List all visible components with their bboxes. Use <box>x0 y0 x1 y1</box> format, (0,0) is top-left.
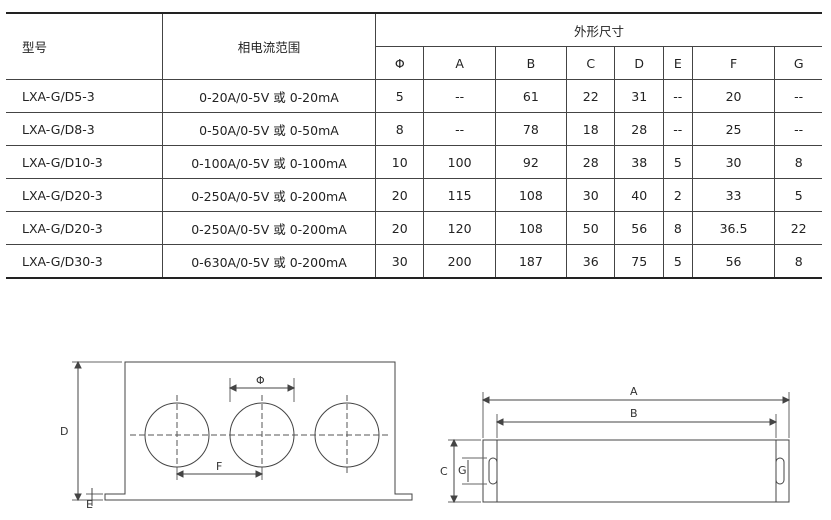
cell-dim: -- <box>774 112 822 146</box>
cell-dim: 187 <box>494 244 568 279</box>
cell-dim: -- <box>662 79 693 113</box>
cell-dim: -- <box>662 112 693 146</box>
cell-dim: 5 <box>374 79 425 113</box>
cell-model: LXA-G/D20-3 <box>6 178 163 212</box>
label-f: F <box>216 460 222 473</box>
cell-model: LXA-G/D20-3 <box>6 211 163 245</box>
cell-dim: -- <box>423 79 496 113</box>
cell-dim: 2 <box>662 178 693 212</box>
cell-dim: 5 <box>774 178 822 212</box>
cell-dim: 8 <box>662 211 693 245</box>
dim-col-b: B <box>494 46 568 80</box>
cell-dim: 30 <box>691 145 776 179</box>
cell-dim: 200 <box>423 244 496 279</box>
cell-dim: 8 <box>774 244 822 279</box>
dimension-drawing: D E Φ F A B C G <box>60 360 791 511</box>
cell-dim: 36.5 <box>691 211 776 245</box>
cell-dim: 20 <box>374 178 425 212</box>
label-c: C <box>440 465 448 478</box>
cell-range: 0-50A/0-5V 或 0-50mA <box>162 112 376 146</box>
label-d: D <box>60 425 68 438</box>
cell-dim: 28 <box>565 145 616 179</box>
cell-dim: 78 <box>494 112 568 146</box>
header-dimensions: 外形尺寸 <box>375 12 822 47</box>
dim-col-c: C <box>565 46 616 80</box>
cell-dim: 10 <box>374 145 425 179</box>
cell-dim: 40 <box>614 178 664 212</box>
cell-dim: 33 <box>691 178 776 212</box>
cell-dim: 20 <box>374 211 425 245</box>
header-model: 型号 <box>6 12 163 80</box>
cell-dim: -- <box>774 79 822 113</box>
cell-range: 0-250A/0-5V 或 0-200mA <box>162 178 376 212</box>
cell-dim: 8 <box>374 112 425 146</box>
dim-col-a: A <box>423 46 496 80</box>
dim-col-phi: Φ <box>375 46 425 80</box>
spec-table: 型号 相电流范围 外形尺寸 Φ A B C D E F G LXA-G/D5-3… <box>6 12 822 279</box>
cell-dim: 20 <box>691 79 776 113</box>
cell-dim: 115 <box>423 178 496 212</box>
cell-dim: 18 <box>565 112 616 146</box>
cell-dim: 5 <box>662 244 693 279</box>
cell-dim: 100 <box>423 145 496 179</box>
label-e: E <box>86 498 93 511</box>
cell-dim: 8 <box>774 145 822 179</box>
front-view <box>72 360 413 506</box>
cell-dim: 75 <box>614 244 664 279</box>
cell-dim: 22 <box>774 211 822 245</box>
cell-dim: 38 <box>614 145 664 179</box>
dim-col-d: D <box>614 46 664 80</box>
label-a: A <box>630 385 638 398</box>
cell-model: LXA-G/D5-3 <box>6 79 163 113</box>
cell-dim: 108 <box>494 211 568 245</box>
cell-dim: 36 <box>565 244 616 279</box>
cell-model: LXA-G/D8-3 <box>6 112 163 146</box>
cell-range: 0-100A/0-5V 或 0-100mA <box>162 145 376 179</box>
cell-dim: 22 <box>565 79 616 113</box>
dim-col-g: G <box>774 46 822 80</box>
cell-dim: 31 <box>614 79 664 113</box>
cell-range: 0-250A/0-5V 或 0-200mA <box>162 211 376 245</box>
cell-range: 0-20A/0-5V 或 0-20mA <box>162 79 376 113</box>
cell-range: 0-630A/0-5V 或 0-200mA <box>162 244 376 279</box>
cell-dim: 56 <box>691 244 776 279</box>
cell-dim: 120 <box>423 211 496 245</box>
dim-col-f: F <box>691 46 776 80</box>
header-range: 相电流范围 <box>162 12 376 80</box>
cell-dim: 30 <box>565 178 616 212</box>
cell-dim: 61 <box>494 79 568 113</box>
cell-dim: 50 <box>565 211 616 245</box>
label-phi: Φ <box>256 374 265 387</box>
cell-dim: -- <box>423 112 496 146</box>
cell-dim: 25 <box>691 112 776 146</box>
cell-dim: 56 <box>614 211 664 245</box>
cell-dim: 30 <box>374 244 425 279</box>
label-g: G <box>458 464 467 477</box>
side-view <box>448 392 791 504</box>
cell-model: LXA-G/D30-3 <box>6 244 163 279</box>
cell-dim: 108 <box>494 178 568 212</box>
cell-dim: 5 <box>662 145 693 179</box>
cell-model: LXA-G/D10-3 <box>6 145 163 179</box>
cell-dim: 92 <box>494 145 568 179</box>
cell-dim: 28 <box>614 112 664 146</box>
label-b: B <box>630 407 638 420</box>
dim-col-e: E <box>662 46 693 80</box>
